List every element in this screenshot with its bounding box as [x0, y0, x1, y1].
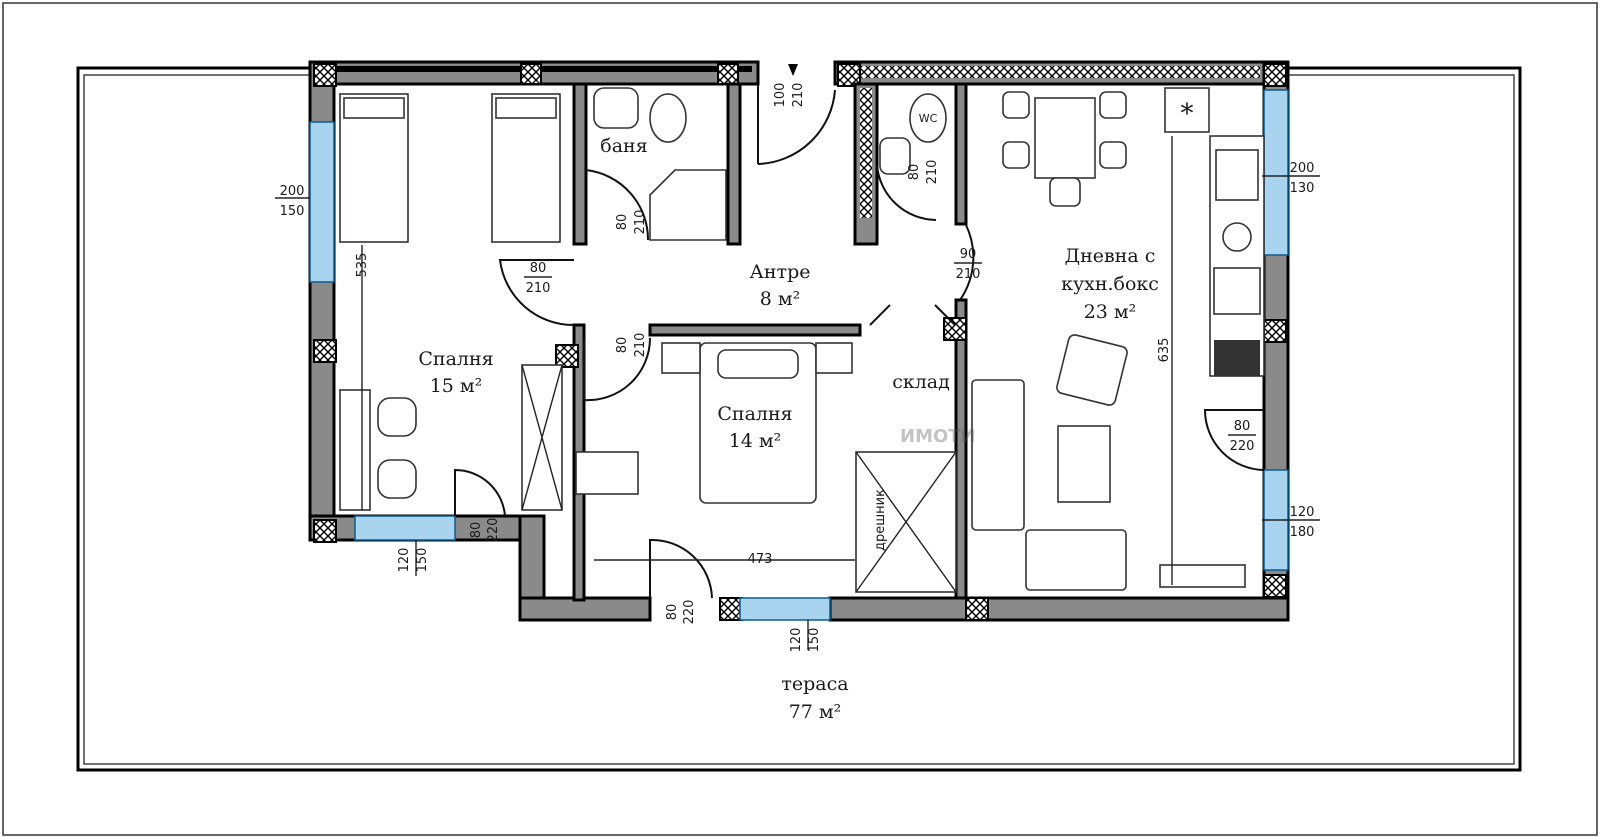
- svg-text:80: 80: [665, 604, 680, 621]
- chair-2: [377, 459, 417, 499]
- storage-name: склад: [892, 371, 950, 393]
- window-left[interactable]: [309, 121, 335, 283]
- svg-text:200: 200: [280, 184, 305, 199]
- door-wc[interactable]: [876, 164, 937, 221]
- svg-text:210: 210: [633, 210, 648, 235]
- coffee-table: [1057, 425, 1111, 503]
- svg-text:210: 210: [526, 281, 551, 296]
- kitchen-sink: [1215, 149, 1259, 201]
- door-bathroom[interactable]: [585, 169, 650, 241]
- desk: [339, 389, 371, 511]
- bath-toilet: [649, 93, 687, 143]
- cooktop: [1213, 267, 1261, 315]
- svg-text:150: 150: [280, 204, 305, 219]
- furniture: [339, 87, 1265, 593]
- door-bedroom1[interactable]: [498, 259, 575, 327]
- svg-text:635: 635: [1157, 338, 1172, 363]
- interior-walls: [555, 82, 968, 602]
- svg-text:120: 120: [1290, 505, 1315, 520]
- stove-burner: [1222, 222, 1252, 252]
- svg-text:80: 80: [615, 337, 630, 354]
- svg-text:120: 120: [397, 548, 412, 573]
- fridge: [1164, 87, 1210, 133]
- svg-text:150: 150: [807, 628, 822, 653]
- sofa-left: [971, 379, 1025, 531]
- svg-text:80: 80: [615, 214, 630, 231]
- bath-sink: [593, 87, 639, 129]
- entry-door[interactable]: [757, 84, 836, 165]
- doors[interactable]: [454, 84, 1265, 599]
- svg-text:210: 210: [633, 333, 648, 358]
- dimension-lines: [275, 136, 1320, 650]
- svg-text:90: 90: [960, 247, 977, 262]
- terrace-area: 77 м²: [789, 701, 842, 723]
- armchair: [1056, 334, 1128, 406]
- svg-text:220: 220: [1230, 439, 1255, 454]
- terrace-name: тераса: [781, 673, 848, 695]
- shower: [649, 169, 727, 241]
- windows[interactable]: [309, 89, 1289, 621]
- chair-1: [377, 397, 417, 437]
- wc-toilet: [909, 93, 947, 143]
- svg-text:120: 120: [789, 628, 804, 653]
- svg-text:150: 150: [415, 548, 430, 573]
- svg-text:200: 200: [1290, 161, 1315, 176]
- living-name-line2: кухн.бокс: [1061, 273, 1159, 295]
- svg-text:210: 210: [925, 160, 940, 185]
- svg-text:80: 80: [530, 261, 547, 276]
- svg-text:100: 100: [773, 83, 788, 108]
- door-terrace-left[interactable]: [454, 468, 506, 517]
- bedroom2-area: 14 м²: [729, 430, 782, 452]
- bedroom2-name: Спалня: [717, 403, 792, 425]
- fridge-symbol: *: [1181, 99, 1194, 129]
- svg-text:180: 180: [1290, 525, 1315, 540]
- living-area: 23 м²: [1084, 301, 1137, 323]
- living-name-line1: Дневна с: [1065, 245, 1156, 267]
- window-bottom-mid[interactable]: [739, 597, 831, 621]
- sofa-bottom: [1025, 529, 1127, 591]
- watermark: ИМОТИ: [900, 426, 976, 447]
- bedroom1-name: Спалня: [418, 348, 493, 370]
- hall-area: 8 м²: [760, 288, 801, 310]
- bedroom1-area: 15 м²: [430, 375, 483, 397]
- svg-text:210: 210: [956, 267, 981, 282]
- double-bed: [699, 342, 817, 504]
- door-terrace-right[interactable]: [1203, 409, 1265, 471]
- door-bedroom2[interactable]: [583, 337, 652, 402]
- door-storage[interactable]: [869, 304, 956, 326]
- dimension-texts: 200 150 535 80 210 80 210 100 210 80 210…: [280, 64, 1315, 653]
- wc-name: WC: [919, 112, 938, 125]
- svg-text:535: 535: [355, 253, 370, 278]
- bathroom-name: баня: [600, 135, 647, 157]
- svg-text:80: 80: [907, 164, 922, 181]
- room-labels: Спалня 15 м² баня WC Антре 8 м² Спалня 1…: [418, 99, 1193, 723]
- dining-table: [1034, 97, 1096, 179]
- svg-text:80: 80: [1234, 419, 1251, 434]
- svg-text:220: 220: [486, 518, 501, 543]
- window-right-top[interactable]: [1263, 89, 1289, 256]
- wc-sink: [879, 137, 911, 175]
- svg-text:220: 220: [682, 600, 697, 625]
- window-bottom-left[interactable]: [354, 515, 456, 541]
- door-terrace-mid[interactable]: [649, 538, 713, 599]
- svg-text:210: 210: [791, 83, 806, 108]
- tv-unit: [1159, 564, 1246, 588]
- svg-text:130: 130: [1290, 181, 1315, 196]
- wardrobe-name: дрешник: [873, 489, 888, 551]
- svg-text:473: 473: [748, 552, 773, 567]
- hall-name: Антре: [750, 261, 811, 283]
- svg-text:80: 80: [469, 522, 484, 539]
